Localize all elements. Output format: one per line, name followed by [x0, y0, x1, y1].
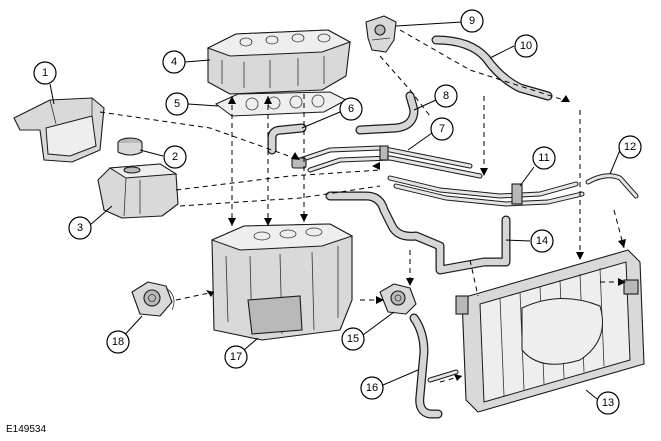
part-18-auxiliary-pump [131, 281, 175, 317]
callout-5: 5 [165, 92, 189, 116]
part-8-curved-hose [355, 91, 419, 135]
callout-18-label: 18 [112, 336, 124, 348]
callout-15-label: 15 [347, 333, 359, 345]
callout-11: 11 [532, 146, 556, 170]
part-17-cylinder-block [210, 223, 354, 341]
callout-4: 4 [162, 50, 186, 74]
part-15-water-pump [379, 283, 417, 315]
part-10-radiator-top-hose [431, 35, 553, 101]
callout-14-label: 14 [536, 235, 548, 247]
callout-10-label: 10 [520, 40, 532, 52]
part-6-elbow-hose [267, 123, 307, 155]
part-13-radiator [455, 249, 645, 413]
part-14-heater-hose [325, 191, 511, 275]
part-11-pipe-assembly [387, 175, 585, 207]
callout-2: 2 [163, 145, 187, 169]
callout-4-label: 4 [171, 56, 177, 68]
figure-code: E149534 [6, 424, 46, 435]
callout-9-label: 9 [469, 15, 475, 27]
callout-14: 14 [530, 229, 554, 253]
callout-2-label: 2 [172, 151, 178, 163]
callout-3: 3 [68, 216, 92, 240]
callout-6-label: 6 [348, 103, 354, 115]
flow-arrows [99, 29, 626, 383]
callout-10: 10 [514, 34, 538, 58]
callout-15: 15 [341, 327, 365, 351]
callout-13-label: 13 [602, 397, 614, 409]
callout-13: 13 [596, 391, 620, 415]
callout-16-label: 16 [366, 382, 378, 394]
callout-17-label: 17 [230, 351, 242, 363]
callout-6: 6 [339, 97, 363, 121]
callout-8: 8 [434, 84, 458, 108]
part-3-expansion-tank [97, 163, 179, 219]
callout-7: 7 [430, 117, 454, 141]
part-9-thermostat-housing [365, 15, 397, 53]
callout-12-label: 12 [624, 141, 636, 153]
callout-7-label: 7 [439, 123, 445, 135]
callout-1: 1 [33, 61, 57, 85]
callout-1-label: 1 [42, 67, 48, 79]
callout-18: 18 [106, 330, 130, 354]
part-4-cylinder-head [206, 29, 352, 95]
callout-9: 9 [460, 9, 484, 33]
part-2-cap [117, 137, 143, 156]
part-12-bleed-hose [585, 173, 639, 199]
callout-3-label: 3 [77, 222, 83, 234]
part-1-bracket [13, 97, 105, 163]
callout-11-label: 11 [538, 152, 549, 164]
part-16-lower-hose [409, 313, 459, 419]
callout-5-label: 5 [174, 98, 180, 110]
callout-16: 16 [360, 376, 384, 400]
callout-12: 12 [618, 135, 642, 159]
part-7-coolant-pipes [291, 145, 483, 179]
callout-17: 17 [224, 345, 248, 369]
callout-8-label: 8 [443, 90, 449, 102]
